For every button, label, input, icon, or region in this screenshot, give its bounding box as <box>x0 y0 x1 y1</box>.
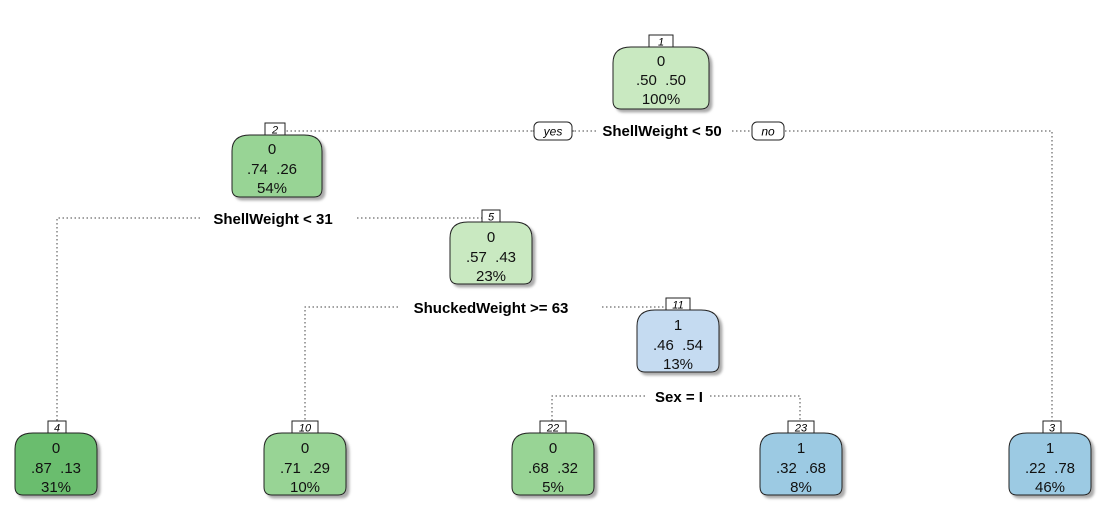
svg-text:23: 23 <box>794 423 808 435</box>
node-probs: .50 .50 <box>636 72 686 89</box>
tree-node-2: 2 0 .74 .26 54% <box>231 122 323 198</box>
node-class: 0 <box>549 440 557 457</box>
edge-5-10 <box>304 306 398 421</box>
node-percent: 8% <box>790 479 812 496</box>
node-class: 1 <box>1046 440 1054 457</box>
edge-11-23 <box>710 395 801 421</box>
node-probs: .71 .29 <box>280 460 330 477</box>
tree-node-1: 1 0 .50 .50 100% <box>612 34 710 110</box>
svg-text:10: 10 <box>299 423 312 435</box>
tree-node-10: 10 0 .71 .29 10% <box>263 420 347 496</box>
tree-edges <box>56 130 1053 421</box>
node-percent: 23% <box>476 268 506 285</box>
node-probs: .22 .78 <box>1025 460 1075 477</box>
yes-label: yes <box>533 121 573 141</box>
tree-node-5: 5 0 .57 .43 23% <box>449 209 533 285</box>
svg-text:2: 2 <box>271 125 278 137</box>
node-class: 1 <box>674 317 682 334</box>
node-percent: 13% <box>663 356 693 373</box>
node-class: 0 <box>487 229 495 246</box>
node-box <box>14 432 98 496</box>
node-probs: .87 .13 <box>31 460 81 477</box>
node-box <box>759 432 843 496</box>
node-box <box>1008 432 1092 496</box>
edge-2-5 <box>357 210 491 219</box>
node-box <box>263 432 347 496</box>
node-class: 0 <box>52 440 60 457</box>
node-percent: 100% <box>642 91 680 108</box>
edge-11-22 <box>551 395 645 421</box>
split-label-11: Sex = I <box>655 389 703 406</box>
tree-node-22: 22 0 .68 .32 5% <box>511 420 595 496</box>
node-box <box>511 432 595 496</box>
no-label: no <box>751 121 785 141</box>
edge-2-4 <box>56 217 200 421</box>
tree-node-23: 23 1 .32 .68 8% <box>759 420 843 496</box>
svg-text:yes: yes <box>543 125 563 139</box>
node-percent: 10% <box>290 479 320 496</box>
node-percent: 5% <box>542 479 564 496</box>
svg-text:5: 5 <box>488 212 495 224</box>
node-probs: .32 .68 <box>776 460 826 477</box>
split-label-1: ShellWeight < 50 <box>602 123 721 140</box>
edge-no-3 <box>785 130 1053 421</box>
svg-text:4: 4 <box>54 423 60 435</box>
node-percent: 54% <box>257 180 287 197</box>
node-probs: .68 .32 <box>528 460 578 477</box>
node-percent: 46% <box>1035 479 1065 496</box>
tree-node-11: 11 1 .46 .54 13% <box>636 297 720 373</box>
svg-text:no: no <box>761 125 775 139</box>
node-probs: .46 .54 <box>653 337 703 354</box>
node-class: 0 <box>657 53 665 70</box>
node-class: 1 <box>797 440 805 457</box>
node-box <box>449 221 533 285</box>
split-label-2: ShellWeight < 31 <box>213 211 332 228</box>
tree-node-4: 4 0 .87 .13 31% <box>14 420 98 496</box>
node-probs: .57 .43 <box>466 249 516 266</box>
node-box <box>612 46 710 110</box>
split-label-5: ShuckedWeight >= 63 <box>414 300 569 317</box>
svg-text:3: 3 <box>1049 423 1056 435</box>
node-class: 0 <box>268 141 276 158</box>
svg-text:1: 1 <box>658 37 664 49</box>
node-box <box>231 134 323 198</box>
node-percent: 31% <box>41 479 71 496</box>
svg-text:11: 11 <box>672 300 683 312</box>
node-probs: .74 .26 <box>247 161 297 178</box>
node-box <box>636 309 720 373</box>
svg-text:22: 22 <box>546 423 559 435</box>
node-class: 0 <box>301 440 309 457</box>
tree-node-3: 3 1 .22 .78 46% <box>1008 420 1092 496</box>
